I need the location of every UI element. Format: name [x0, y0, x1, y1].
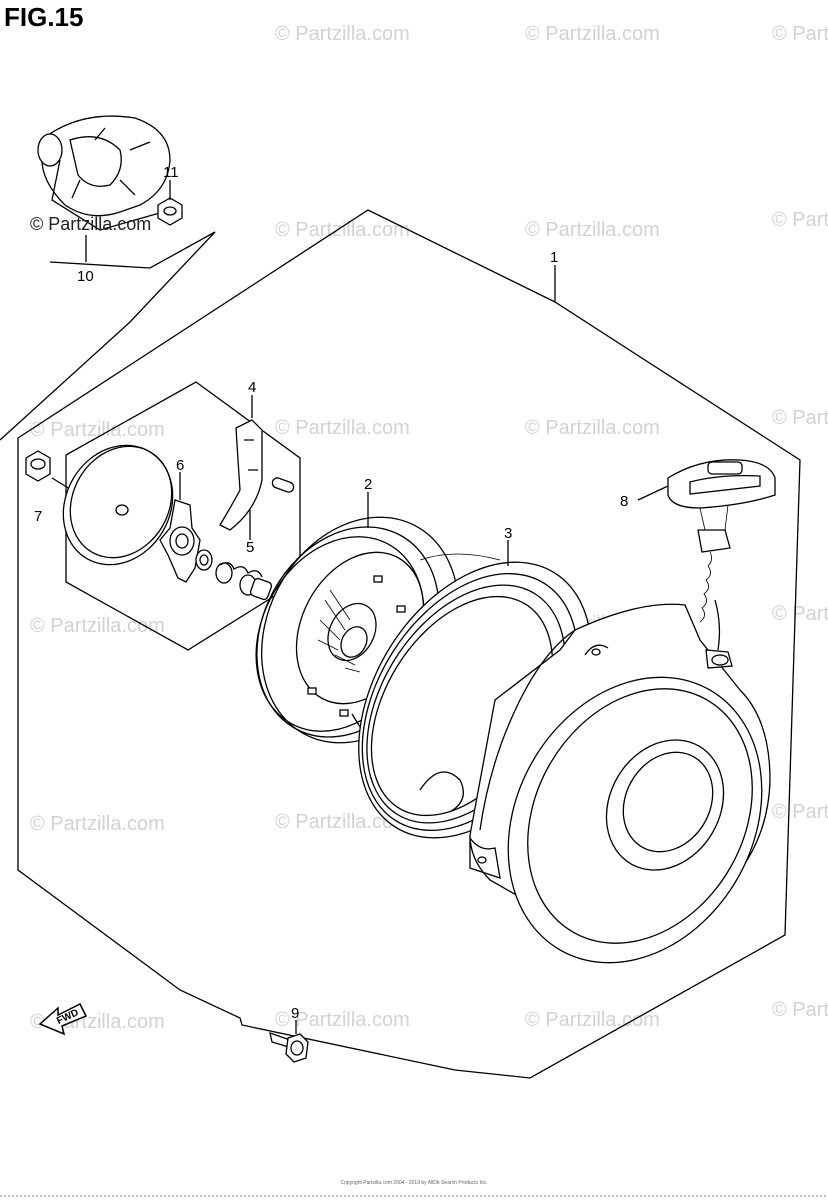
callout-group: 1 2 3 4 5 6 7 8 9 10 11 [34, 164, 628, 1022]
callout-8: 8 [620, 493, 628, 510]
watermark: © Partzilla.com [772, 603, 828, 625]
nut-part-7 [25, 450, 51, 482]
watermark: © Partzilla.com [30, 419, 165, 441]
ratchet-pawl-part-4 [219, 419, 263, 531]
copyright-footer: Copyright Partzilla.com 2004 - 2019 by A… [340, 1180, 487, 1186]
watermark: © Partzilla.com [772, 209, 828, 231]
watermark: © Partzilla.com [772, 407, 828, 429]
callout-2: 2 [364, 476, 372, 493]
watermark: © Partzilla.com [525, 23, 660, 45]
watermark: © Partzilla.com [30, 813, 165, 835]
watermark: © Partzilla.com [275, 811, 410, 833]
detail-bracket [0, 231, 216, 441]
watermark: © Partzilla.com [525, 417, 660, 439]
starter-handle-part-8 [667, 459, 776, 669]
watermark: © Partzilla.com [772, 801, 828, 823]
ratchet-guide-part-6 [159, 499, 201, 583]
figure-title: FIG.15 [4, 2, 84, 32]
callout-5: 5 [246, 539, 254, 556]
leader-lines [85, 180, 669, 1034]
watermark: © Partzilla.com [772, 23, 828, 45]
starter-cup-part [37, 115, 171, 231]
nut-part-11 [157, 197, 183, 226]
callout-4: 4 [248, 379, 256, 396]
starter-case [469, 603, 771, 964]
watermark: © Partzilla.com [772, 999, 828, 1021]
callout-9: 9 [291, 1005, 299, 1022]
callout-7: 7 [34, 508, 42, 525]
partzilla-label: © Partzilla.com [30, 214, 151, 234]
callout-3: 3 [504, 525, 512, 542]
watermark: © Partzilla.com [275, 219, 410, 241]
watermark: © Partzilla.com [275, 417, 410, 439]
washer-plate [62, 444, 174, 566]
watermark: © Partzilla.com [275, 23, 410, 45]
pin-part-5 [271, 477, 295, 493]
watermark: © Partzilla.com [525, 219, 660, 241]
rope-segment [419, 553, 501, 561]
watermark: © Partzilla.com [30, 615, 165, 637]
watermark: © Partzilla.com [275, 1009, 410, 1031]
callout-10: 10 [77, 268, 94, 285]
spring-and-sleeve [195, 549, 273, 601]
callout-1: 1 [550, 249, 558, 266]
callout-11: 11 [163, 164, 179, 181]
callout-6: 6 [176, 457, 184, 474]
watermark: © Partzilla.com [525, 1009, 660, 1031]
assembly-boundary [17, 209, 801, 1079]
bolt-part-9 [269, 1032, 309, 1063]
